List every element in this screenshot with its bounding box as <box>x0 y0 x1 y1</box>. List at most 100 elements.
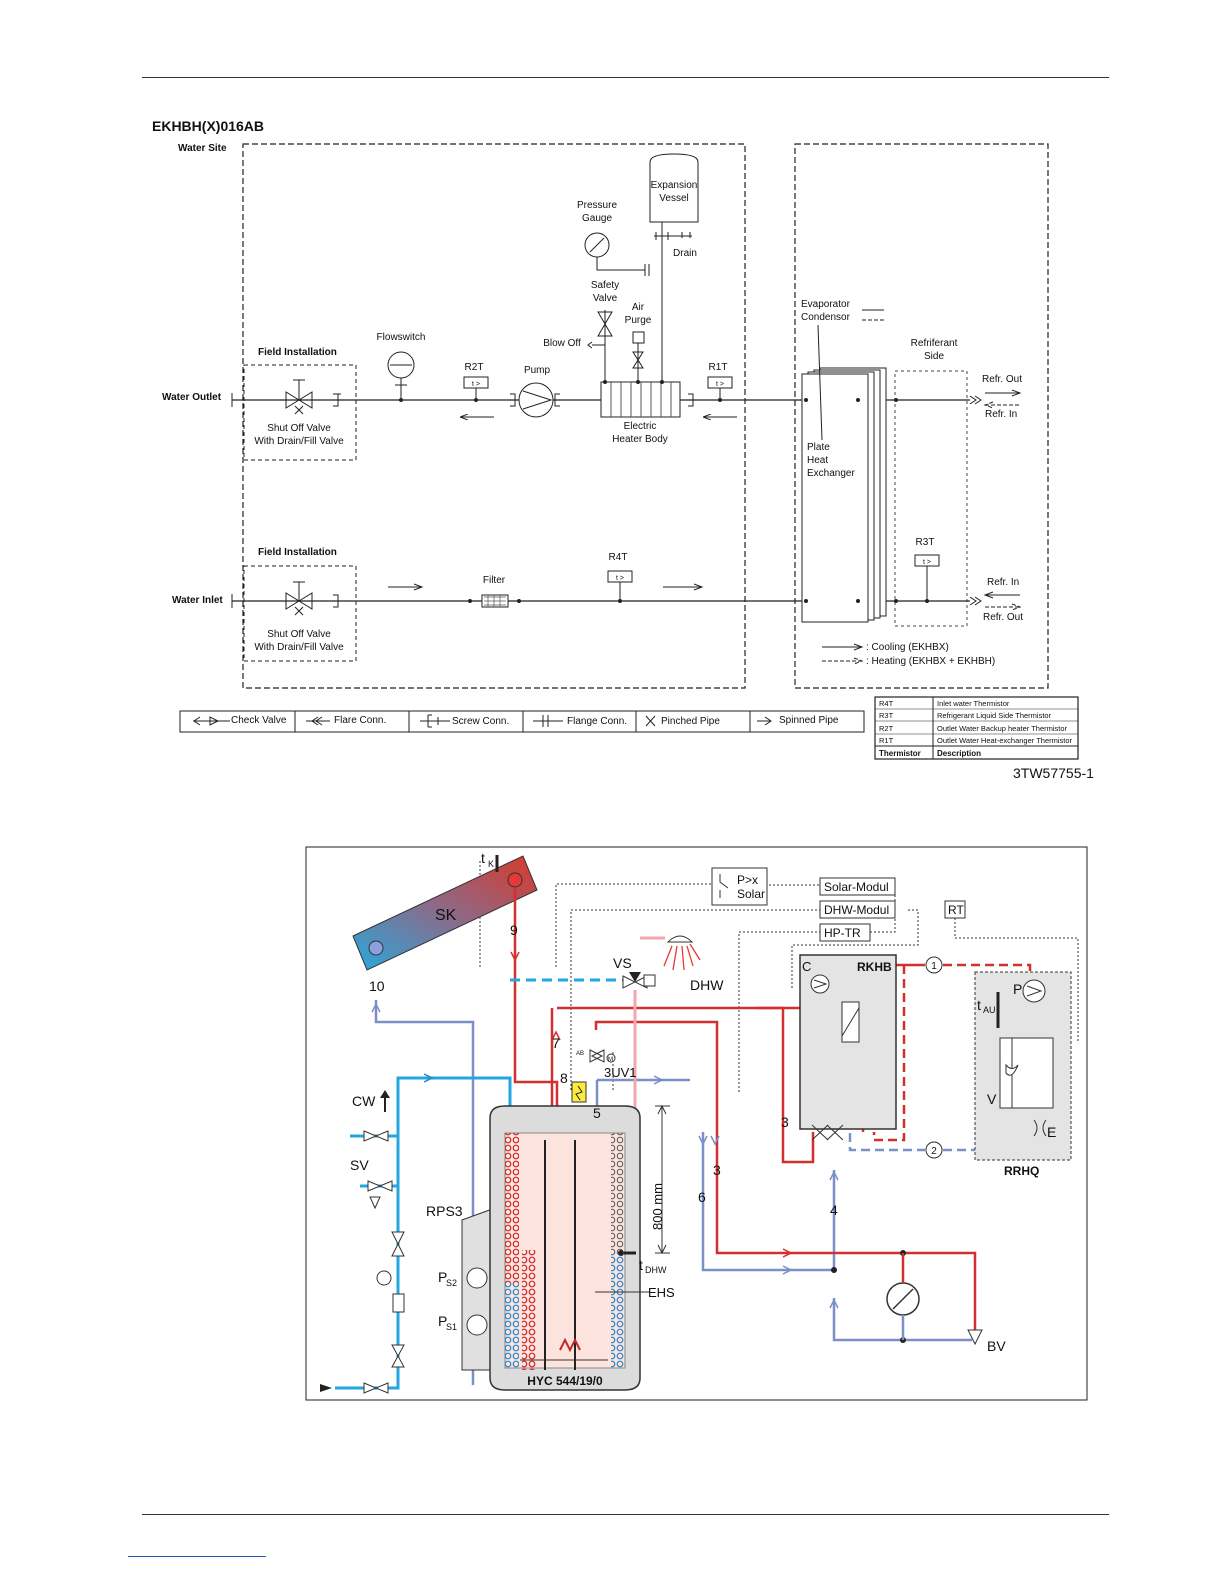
legend-flare-conn: Flare Conn. <box>334 715 386 726</box>
refrigerant-side-label-1: Refriferant <box>911 338 958 349</box>
top-rule <box>142 77 1109 78</box>
pump-label: Pump <box>524 365 551 376</box>
electric-heater-body <box>600 380 681 418</box>
sk-label: SK <box>435 907 457 924</box>
water-site-label: Water Site <box>178 143 227 154</box>
table-desc-0: Inlet water Thermistor <box>937 699 1010 708</box>
r2t-label: R2T <box>465 362 484 373</box>
ps1-label: P <box>438 1313 447 1329</box>
legend-check-valve: Check Valve <box>231 715 287 726</box>
p-label: P <box>1013 981 1022 997</box>
heating-legend: : Heating (EKHBX + EKHBH) <box>866 656 995 667</box>
connection-legend: Check Valve Flare Conn. Screw Conn. Flan… <box>179 710 865 733</box>
thermistor-table: R4T Inlet water Thermistor R3T Refrigera… <box>874 696 1079 760</box>
footer-link-underline[interactable] <box>128 1556 266 1557</box>
table-desc-3: Outlet Water Heat-exchanger Thermistor <box>937 736 1073 745</box>
circle-2-label: 2 <box>931 1146 937 1157</box>
tk-label: t <box>481 850 485 866</box>
num-5: 5 <box>593 1105 601 1121</box>
safety-valve-label-2: Valve <box>593 293 618 304</box>
legend-screw-conn: Screw Conn. <box>452 716 509 727</box>
storage-tank <box>461 1081 641 1391</box>
control-boxes <box>711 867 966 942</box>
electric-heater-label-2: Heater Body <box>612 434 668 445</box>
bypass-valve <box>886 1250 983 1346</box>
table-code-2: R2T <box>879 724 894 733</box>
field-install-box-outlet <box>243 364 357 461</box>
ab-label: AB <box>576 1051 584 1057</box>
legend-flange-conn: Flange Conn. <box>567 716 627 727</box>
refrigerant-side-label-2: Side <box>924 351 944 362</box>
refr-out-bottom: Refr. Out <box>983 612 1023 623</box>
cw-label: CW <box>352 1093 376 1109</box>
num-8: 8 <box>560 1070 568 1086</box>
thermistor-r4t <box>607 570 633 603</box>
num-6: 6 <box>698 1189 706 1205</box>
safety-valve-label-1: Safety <box>591 280 619 291</box>
rt-label: RT <box>948 903 964 917</box>
electric-heater-label-1: Electric <box>624 421 657 432</box>
refr-out-top: Refr. Out <box>982 374 1022 385</box>
num-4: 4 <box>830 1202 838 1218</box>
c-label: C <box>802 959 811 974</box>
expansion-vessel-label-2: Vessel <box>659 193 688 204</box>
table-code-0: R4T <box>879 699 894 708</box>
tdhw-label: t <box>639 1257 643 1273</box>
m-label: M <box>608 1057 613 1063</box>
shutoff-valve-text-1b: With Drain/Fill Valve <box>254 436 344 447</box>
circle-1-label: 1 <box>931 961 937 972</box>
tau-sub: AU <box>983 1005 996 1015</box>
e-label: E <box>1047 1124 1056 1140</box>
refrigerant-side-box <box>894 370 968 627</box>
bottom-rule <box>142 1514 1109 1515</box>
solar-modul-label: Solar-Modul <box>824 880 889 894</box>
water-inlet-label: Water Inlet <box>172 595 223 606</box>
shower-icon <box>663 935 701 971</box>
shutoff-valve-text-1a: Shut Off Valve <box>267 423 331 434</box>
table-header-desc: Description <box>937 749 981 758</box>
field-installation-label-outlet: Field Installation <box>258 347 337 358</box>
tk-sub: K <box>488 859 494 869</box>
rps3-label: RPS3 <box>426 1203 463 1219</box>
table-code-3: R1T <box>879 736 894 745</box>
cold-water-valves <box>320 1090 405 1394</box>
dhw-label: DHW <box>690 977 724 993</box>
dhw-modul-label: DHW-Modul <box>824 903 889 917</box>
water-site-box <box>242 143 746 689</box>
shutoff-valve-text-2b: With Drain/Fill Valve <box>254 642 344 653</box>
water-outlet-label: Water Outlet <box>162 392 222 403</box>
ps1-sub: S1 <box>446 1322 457 1332</box>
pump <box>518 382 554 418</box>
shutoff-valve-text-2a: Shut Off Valve <box>267 629 331 640</box>
three-way-valve <box>589 972 656 1063</box>
r2t-symbol: t > <box>472 381 480 388</box>
solar-collector <box>352 855 538 971</box>
pressure-gauge <box>584 232 650 276</box>
flowswitch-label: Flowswitch <box>377 332 426 343</box>
num-7: 7 <box>552 1035 560 1051</box>
num-10: 10 <box>369 978 385 994</box>
field-install-box-inlet <box>243 565 357 662</box>
shutoff-valve-outlet <box>285 379 313 415</box>
expansion-vessel <box>649 153 699 382</box>
cooling-legend: : Cooling (EKHBX) <box>866 642 949 653</box>
condensor-label: Condensor <box>801 312 851 323</box>
rrhq-label: RRHQ <box>1004 1164 1039 1178</box>
bv-label: BV <box>987 1338 1006 1354</box>
thermistor-r1t <box>707 376 733 402</box>
table-desc-2: Outlet Water Backup heater Thermistor <box>937 724 1068 733</box>
drawing-id: 3TW57755-1 <box>1013 765 1094 781</box>
r3t-symbol: t > <box>923 559 931 566</box>
table-desc-1: Refrigerant Liquid Side Thermistor <box>937 711 1052 720</box>
num-9: 9 <box>510 922 518 938</box>
r1t-label: R1T <box>709 362 728 373</box>
r1t-symbol: t > <box>716 381 724 388</box>
sv-label: SV <box>350 1157 369 1173</box>
pressure-gauge-label-2: Gauge <box>582 213 612 224</box>
diagram2-frame <box>305 846 1088 1401</box>
field-installation-label-inlet: Field Installation <box>258 547 337 558</box>
uv-label: 3UV1 <box>604 1065 637 1080</box>
rrhq-unit <box>974 971 1072 1161</box>
r4t-symbol: t > <box>616 575 624 582</box>
num-3b: 3 <box>713 1162 721 1178</box>
